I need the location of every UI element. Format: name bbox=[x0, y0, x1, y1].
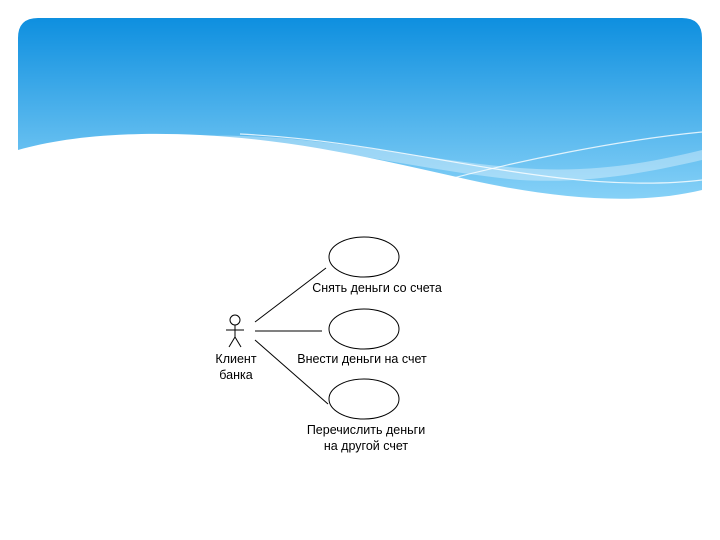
use-case-label-line2: на другой счет bbox=[324, 439, 409, 453]
use-case-ellipse bbox=[328, 308, 400, 350]
use-case-label: Внести деньги на счет bbox=[297, 352, 427, 366]
use-case-deposit: Внести деньги на счет bbox=[297, 308, 427, 366]
use-case-label-line1: Перечислить деньги bbox=[307, 423, 425, 437]
association-line bbox=[254, 267, 327, 323]
use-case-transfer: Перечислить деньги на другой счет bbox=[307, 378, 425, 453]
use-case-ellipse bbox=[328, 236, 400, 278]
actor-label-line2: банка bbox=[219, 368, 252, 382]
banner-wave-line-1 bbox=[239, 133, 703, 184]
actor-label-line1: Клиент bbox=[215, 352, 256, 366]
use-case-ellipse bbox=[328, 378, 400, 420]
header-banner bbox=[18, 18, 703, 199]
use-case-label: Снять деньги со счета bbox=[312, 281, 442, 295]
banner-wave-highlight bbox=[200, 135, 702, 181]
banner-background bbox=[18, 18, 702, 199]
association-line bbox=[254, 339, 329, 405]
associations bbox=[254, 267, 329, 405]
use-case-withdraw: Снять деньги со счета bbox=[312, 236, 442, 295]
banner-wave-line-2 bbox=[429, 131, 703, 185]
actor-client: Клиент банка bbox=[215, 314, 257, 382]
stick-figure-icon bbox=[226, 314, 244, 348]
